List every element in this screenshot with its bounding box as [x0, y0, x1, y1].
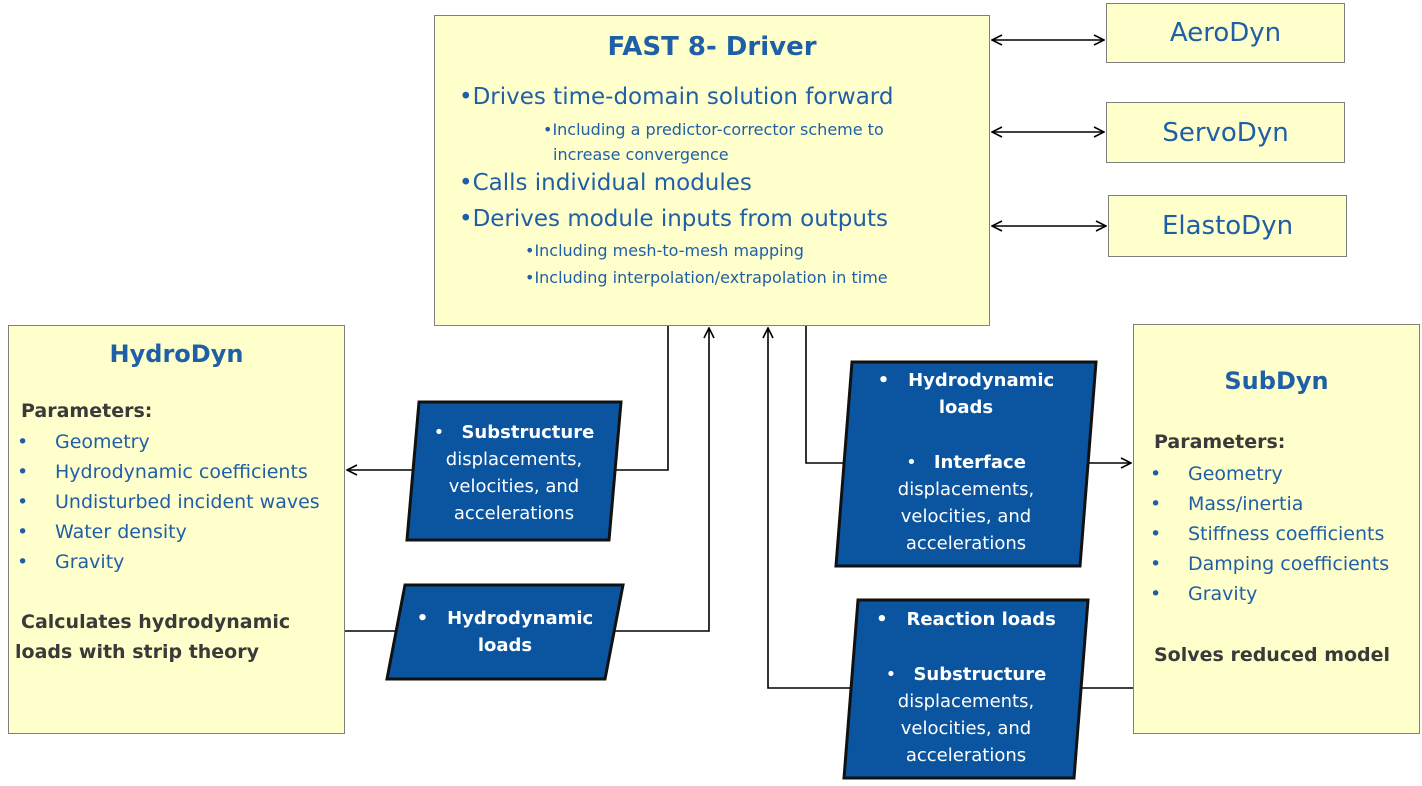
elastodyn-box: ElastoDyn — [1108, 195, 1347, 257]
subdyn-desc: Solves reduced model — [1154, 644, 1391, 666]
flow-to-subdyn: • Hydrodynamic loads • Interface displac… — [834, 360, 1098, 568]
list-item: •Stiffness coefficients — [1150, 523, 1385, 545]
flow-from-hydrodyn: • Hydrodynamic loads — [385, 583, 625, 681]
parallelogram-shape — [834, 360, 1098, 568]
parallelogram-shape — [385, 583, 625, 681]
subdyn-params-label: Parameters: — [1154, 431, 1286, 453]
driver-subbullet-convergence: increase convergence — [553, 145, 729, 164]
elastodyn-label: ElastoDyn — [1161, 211, 1294, 241]
flow-from-subdyn-line: velocities, and — [900, 718, 1032, 739]
flow-from-subdyn-line: accelerations — [905, 745, 1027, 766]
flow-to-subdyn-lead: Interface — [933, 452, 1026, 473]
hydrodyn-desc-line2: loads with strip theory — [15, 641, 259, 663]
aerodyn-box: AeroDyn — [1106, 3, 1345, 63]
subdyn-box: SubDyn Parameters: •Geometry •Mass/inert… — [1133, 324, 1420, 734]
flow-from-subdyn-line: displacements, — [897, 691, 1035, 712]
flow-from-subdyn-lead1: Reaction loads — [906, 609, 1056, 630]
parallelogram-shape — [842, 598, 1090, 780]
flow-to-subdyn-loads1: Hydrodynamic — [908, 370, 1055, 391]
list-item: •Damping coefficients — [1150, 553, 1390, 575]
flow-to-subdyn-loads2: loads — [938, 397, 994, 418]
servodyn-label: ServoDyn — [1162, 117, 1289, 148]
flow-to-subdyn-line: displacements, — [897, 479, 1035, 500]
subdyn-param-list: •Geometry •Mass/inertia •Stiffness coeff… — [1150, 459, 1389, 609]
list-item: •Gravity — [1150, 583, 1258, 605]
list-item: •Mass/inertia — [1150, 493, 1304, 515]
aerodyn-label: AeroDyn — [1169, 18, 1282, 48]
flow-to-subdyn-line: velocities, and — [900, 506, 1032, 527]
flow-from-subdyn: • Reaction loads • Substructure displace… — [842, 598, 1090, 780]
hydrodyn-param-list: •Geometry •Hydrodynamic coefficients •Un… — [17, 427, 320, 577]
flow-from-hydro-line2: loads — [477, 635, 533, 656]
flow-from-hydro-line1: Hydrodynamic — [447, 608, 594, 629]
driver-bullet-derives: •Derives module inputs from outputs — [459, 206, 888, 232]
flow-from-subdyn-lead2: Substructure — [913, 664, 1047, 685]
flow-to-hydro-line: displacements, — [445, 449, 583, 470]
fast-driver-title: FAST 8- Driver — [607, 32, 817, 62]
driver-bullet-drives: •Drives time-domain solution forward — [459, 84, 894, 110]
servodyn-box: ServoDyn — [1106, 102, 1345, 163]
list-item: •Geometry — [1150, 463, 1283, 485]
parallelogram-shape — [405, 400, 623, 542]
fast-driver-box: FAST 8- Driver •Drives time-domain solut… — [434, 15, 990, 326]
driver-bullet-calls: •Calls individual modules — [459, 170, 752, 196]
list-item: •Gravity — [17, 551, 125, 573]
subdyn-title: SubDyn — [1224, 367, 1329, 395]
list-item: •Undisturbed incident waves — [17, 491, 320, 513]
hydrodyn-params-label: Parameters: — [21, 400, 153, 422]
list-item: •Water density — [17, 521, 187, 543]
driver-subbullet-predictor: •Including a predictor-corrector scheme … — [543, 120, 884, 139]
flow-to-hydrodyn: • Substructure displacements, velocities… — [405, 400, 623, 542]
driver-subbullet-interp: •Including interpolation/extrapolation i… — [525, 268, 888, 287]
hydrodyn-title: HydroDyn — [109, 340, 244, 368]
driver-subbullet-mesh: •Including mesh-to-mesh mapping — [525, 241, 804, 260]
flow-to-subdyn-line: accelerations — [905, 533, 1027, 554]
flow-to-hydro-line: velocities, and — [448, 476, 580, 497]
hydrodyn-box: HydroDyn Parameters: •Geometry •Hydrodyn… — [8, 325, 345, 734]
flow-to-hydro-line: accelerations — [453, 503, 575, 524]
list-item: •Geometry — [17, 431, 150, 453]
list-item: •Hydrodynamic coefficients — [17, 461, 308, 483]
hydrodyn-desc-line1: Calculates hydrodynamic — [21, 611, 291, 633]
flow-to-hydro-lead: Substructure — [461, 422, 595, 443]
